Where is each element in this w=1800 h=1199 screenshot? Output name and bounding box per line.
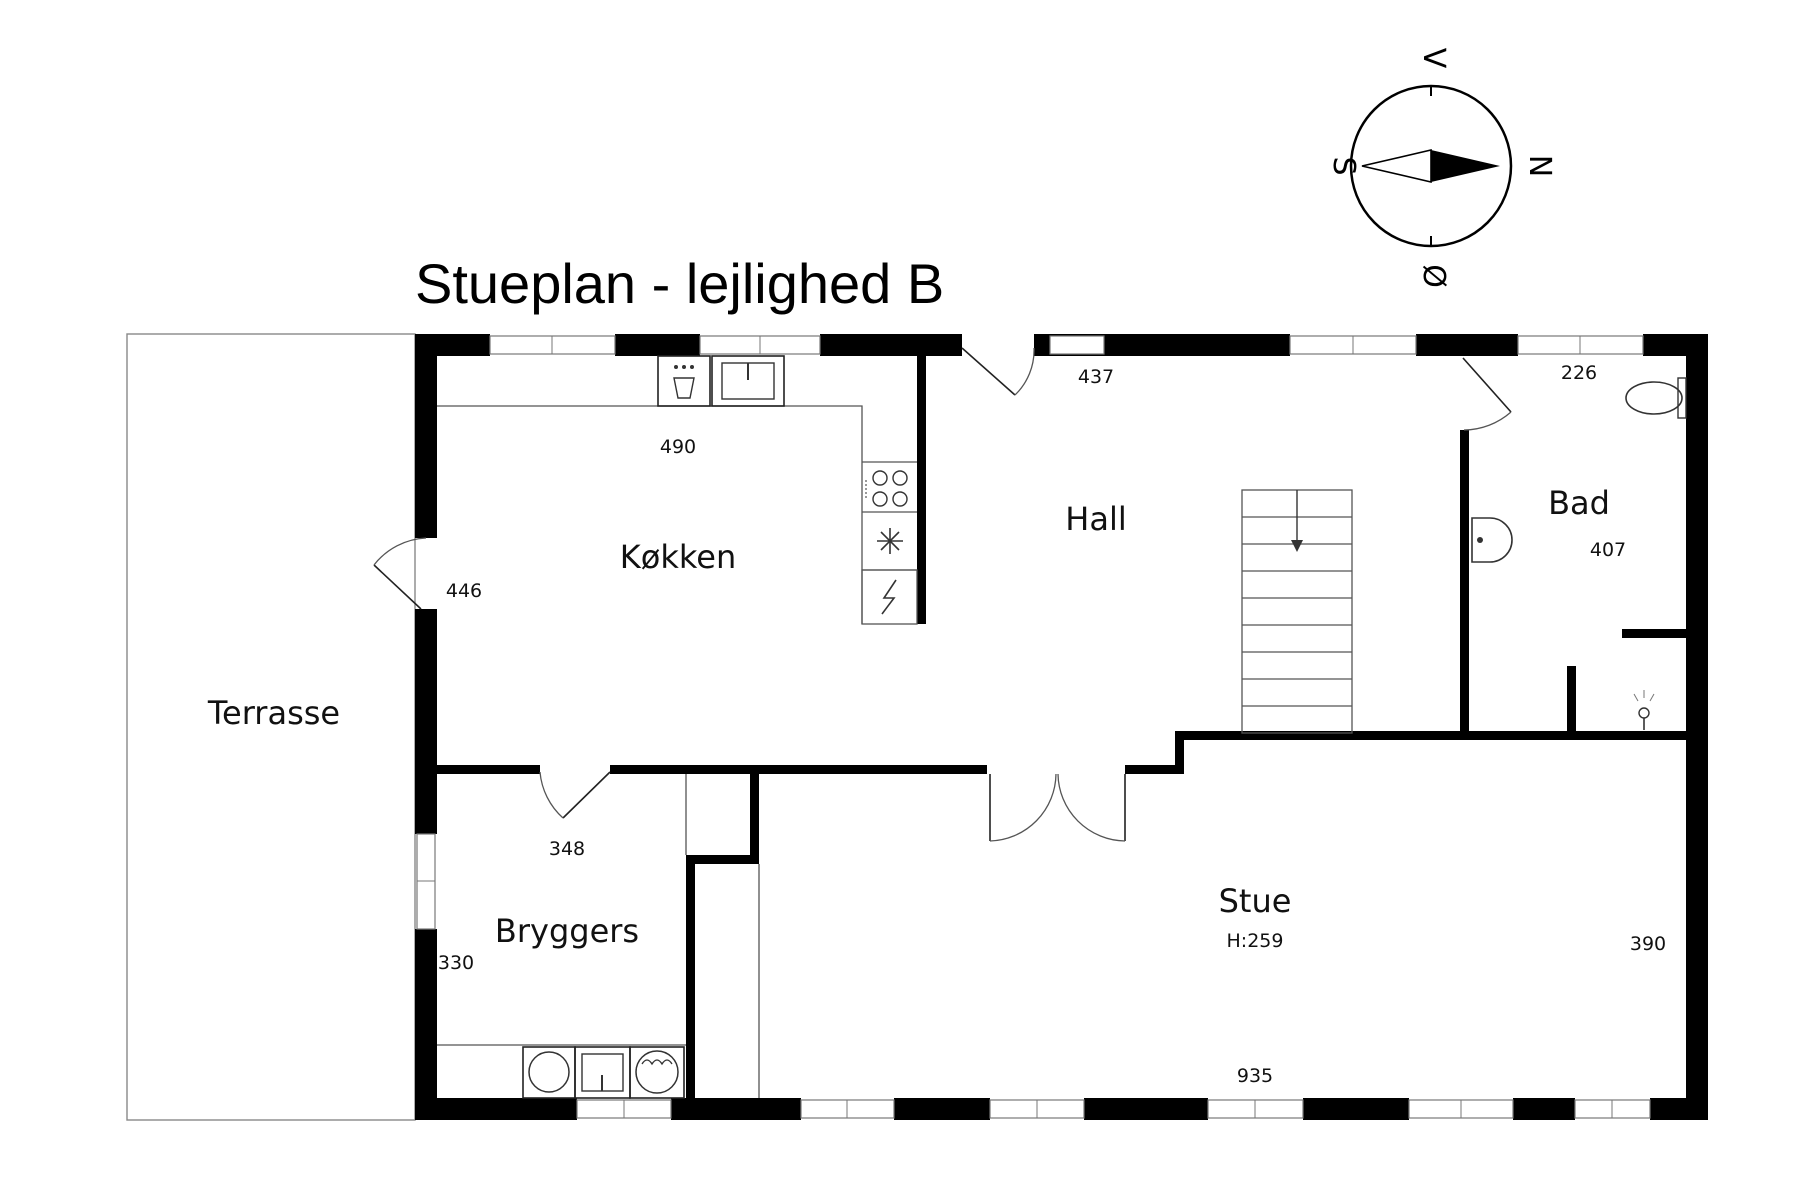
plan-title: Stueplan - lejlighed B: [415, 252, 944, 315]
windows: [416, 335, 1651, 1119]
utility-sink-icon: [574, 1046, 631, 1099]
stue-ceiling-height: H:259: [1227, 930, 1284, 952]
shower-icon: [1633, 690, 1655, 730]
interior-walls: [437, 354, 1686, 1098]
kokken-dim-left: 446: [446, 580, 482, 602]
bad-dim-top: 226: [1561, 362, 1597, 384]
bad-dim-right: 407: [1590, 539, 1626, 561]
kitchen-sink-icon: [711, 355, 785, 407]
counters: [437, 405, 918, 1098]
room-label-kokken: Køkken: [620, 538, 736, 576]
room-label-stue: Stue: [1219, 882, 1292, 920]
bryggers-dim-left: 330: [438, 952, 474, 974]
doors: [373, 347, 1512, 842]
stue-dim-bottom: 935: [1237, 1065, 1273, 1087]
hall-dim-top: 437: [1078, 366, 1114, 388]
dryer-icon: [629, 1046, 685, 1099]
room-label-terrasse: Terrasse: [207, 694, 340, 732]
kokken-dim-top: 490: [660, 436, 696, 458]
compass-needle-south: [1361, 148, 1432, 184]
room-label-bad: Bad: [1548, 484, 1610, 522]
oven-icon: [881, 579, 897, 615]
freezer-icon: [877, 528, 903, 554]
washing-machine-icon: [522, 1046, 576, 1099]
compass-east: Ø: [1416, 264, 1451, 288]
compass-needle-north: [1431, 150, 1500, 182]
stue-dim-right: 390: [1630, 933, 1666, 955]
room-label-bryggers: Bryggers: [495, 912, 639, 950]
staircase: [1241, 489, 1353, 734]
stove-icon: [865, 470, 908, 507]
washbasin-icon: [1471, 517, 1513, 563]
outer-walls: [415, 334, 1708, 1120]
compass-south: S: [1326, 156, 1361, 175]
room-label-hall: Hall: [1065, 500, 1126, 538]
toilet-icon: [1625, 377, 1687, 419]
dishwasher-icon: [657, 355, 711, 407]
compass: V N S Ø: [1326, 48, 1557, 288]
bryggers-dim-top: 348: [549, 838, 585, 860]
stair-arrow-icon: [1291, 540, 1303, 552]
compass-west: V: [1416, 48, 1451, 69]
compass-north: N: [1522, 155, 1557, 177]
